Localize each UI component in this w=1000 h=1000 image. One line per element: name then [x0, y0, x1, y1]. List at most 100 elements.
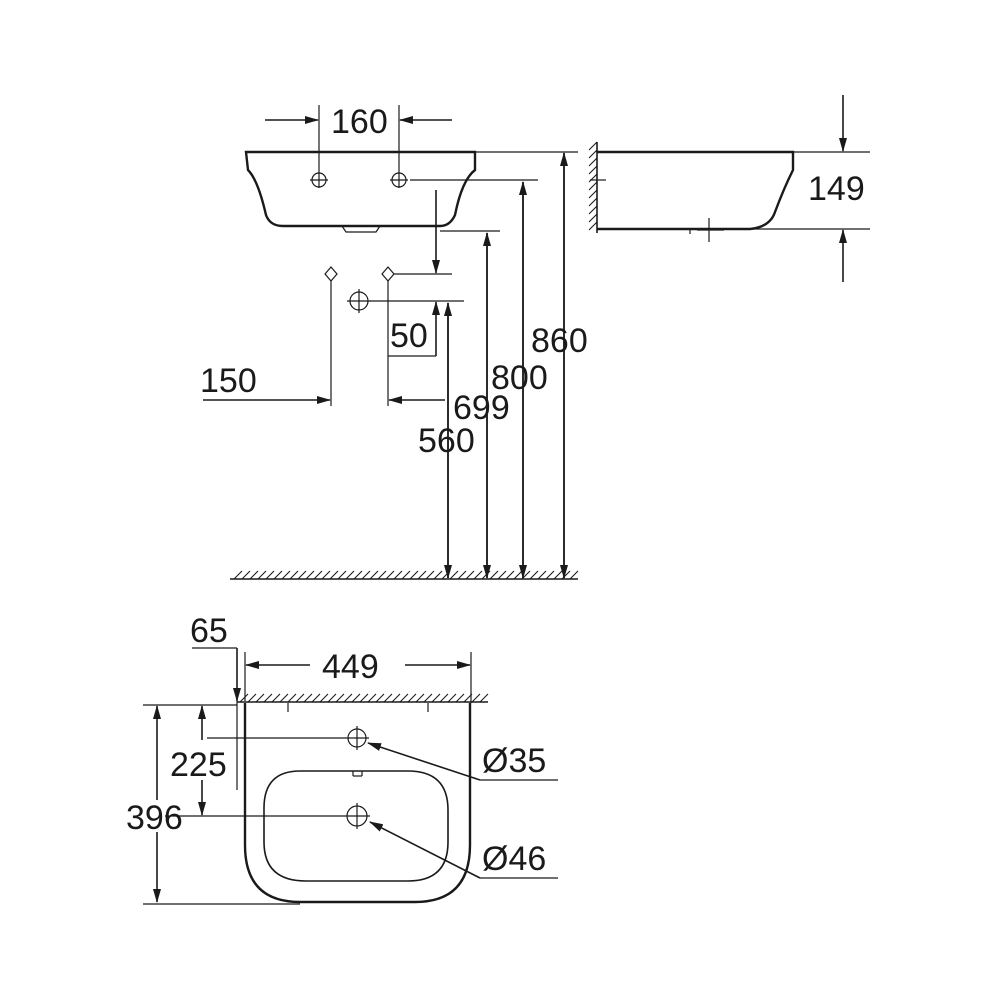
floor-hatch — [233, 570, 579, 580]
hatch-stroke — [273, 570, 283, 580]
hatch-stroke — [561, 570, 571, 580]
basin-side-outline — [597, 150, 795, 231]
hatch-stroke — [233, 570, 243, 580]
dim-150-label: 150 — [200, 362, 257, 400]
hatch-stroke — [305, 570, 315, 580]
hatch-stroke — [588, 221, 598, 231]
hatch-stroke — [345, 570, 355, 580]
hatch-stroke — [545, 570, 555, 580]
dim-560-label: 560 — [418, 422, 475, 460]
dim-225-label: 225 — [170, 746, 227, 784]
tap-hole-plan-icon — [345, 726, 369, 750]
hatch-stroke — [407, 693, 417, 703]
hatch-stroke — [311, 693, 321, 703]
hatch-stroke — [249, 570, 259, 580]
hatch-stroke — [313, 570, 323, 580]
hatch-stroke — [423, 693, 433, 703]
hatch-stroke — [513, 570, 523, 580]
dim-800-label: 800 — [491, 359, 548, 397]
hatch-stroke — [385, 570, 395, 580]
hatch-stroke — [588, 141, 598, 151]
hatch-stroke — [393, 570, 403, 580]
hatch-stroke — [455, 693, 465, 703]
hatch-stroke — [369, 570, 379, 580]
hatch-stroke — [327, 693, 337, 703]
hatch-stroke — [247, 693, 257, 703]
hatch-stroke — [321, 570, 331, 580]
hatch-stroke — [303, 693, 313, 703]
basin-bowl-outline — [263, 770, 449, 882]
bracket-left-icon — [324, 266, 338, 406]
hatch-stroke — [265, 570, 275, 580]
hatch-stroke — [337, 570, 347, 580]
hatch-stroke — [361, 570, 371, 580]
hatch-stroke — [481, 570, 491, 580]
dim-396-label: 396 — [126, 799, 183, 837]
hatch-stroke — [588, 189, 598, 199]
hatch-stroke — [415, 693, 425, 703]
hatch-stroke — [409, 570, 419, 580]
hatch-stroke — [329, 570, 339, 580]
hatch-stroke — [239, 693, 249, 703]
drain-hole-icon — [347, 289, 371, 313]
hatch-stroke — [489, 570, 499, 580]
wall-hatch — [588, 141, 598, 231]
hatch-stroke — [375, 693, 385, 703]
hatch-stroke — [359, 693, 369, 703]
hatch-stroke — [479, 693, 489, 703]
hatch-stroke — [295, 693, 305, 703]
hatch-stroke — [289, 570, 299, 580]
plan-view: 65 449 225 396 Ø35 Ø46 — [126, 612, 558, 905]
hatch-stroke — [449, 570, 459, 580]
bracket-right-icon — [381, 266, 452, 406]
hatch-stroke — [377, 570, 387, 580]
basin-drain-stub — [341, 225, 381, 233]
hatch-stroke — [588, 165, 598, 175]
hatch-stroke — [537, 570, 547, 580]
hatch-stroke — [287, 693, 297, 703]
hatch-stroke — [431, 693, 441, 703]
dim-149-label: 149 — [808, 170, 865, 208]
hatch-stroke — [569, 570, 579, 580]
hatch-stroke — [553, 570, 563, 580]
hatch-stroke — [588, 213, 598, 223]
hatch-stroke — [383, 693, 393, 703]
hatch-stroke — [457, 570, 467, 580]
hatch-stroke — [521, 570, 531, 580]
hatch-stroke — [447, 693, 457, 703]
hatch-stroke — [401, 570, 411, 580]
hatch-stroke — [297, 570, 307, 580]
hatch-stroke — [319, 693, 329, 703]
hatch-stroke — [417, 570, 427, 580]
hatch-stroke — [497, 570, 507, 580]
dim-65-label: 65 — [190, 612, 228, 650]
hatch-stroke — [588, 205, 598, 215]
basin-front-outline — [244, 150, 477, 228]
hatch-stroke — [433, 570, 443, 580]
dim-160-label: 160 — [331, 103, 388, 141]
hatch-stroke — [473, 570, 483, 580]
hatch-stroke — [465, 570, 475, 580]
hatch-stroke — [279, 693, 289, 703]
hatch-stroke — [505, 570, 515, 580]
hatch-stroke — [471, 693, 481, 703]
dim-699-label: 699 — [453, 389, 510, 427]
hatch-stroke — [588, 173, 598, 183]
hatch-stroke — [257, 570, 267, 580]
plan-wall-hatch — [239, 693, 489, 703]
hatch-stroke — [391, 693, 401, 703]
hatch-stroke — [343, 693, 353, 703]
hatch-stroke — [588, 149, 598, 159]
hatch-stroke — [588, 181, 598, 191]
hatch-stroke — [588, 157, 598, 167]
dim-860-label: 860 — [531, 322, 588, 360]
drain-plan-icon — [344, 803, 370, 829]
hatch-stroke — [529, 570, 539, 580]
drain-side-icon — [697, 218, 724, 242]
side-elevation: 149 — [588, 95, 870, 282]
dim-449-label: 449 — [322, 648, 379, 686]
hatch-stroke — [439, 693, 449, 703]
hatch-stroke — [335, 693, 345, 703]
hatch-stroke — [241, 570, 251, 580]
